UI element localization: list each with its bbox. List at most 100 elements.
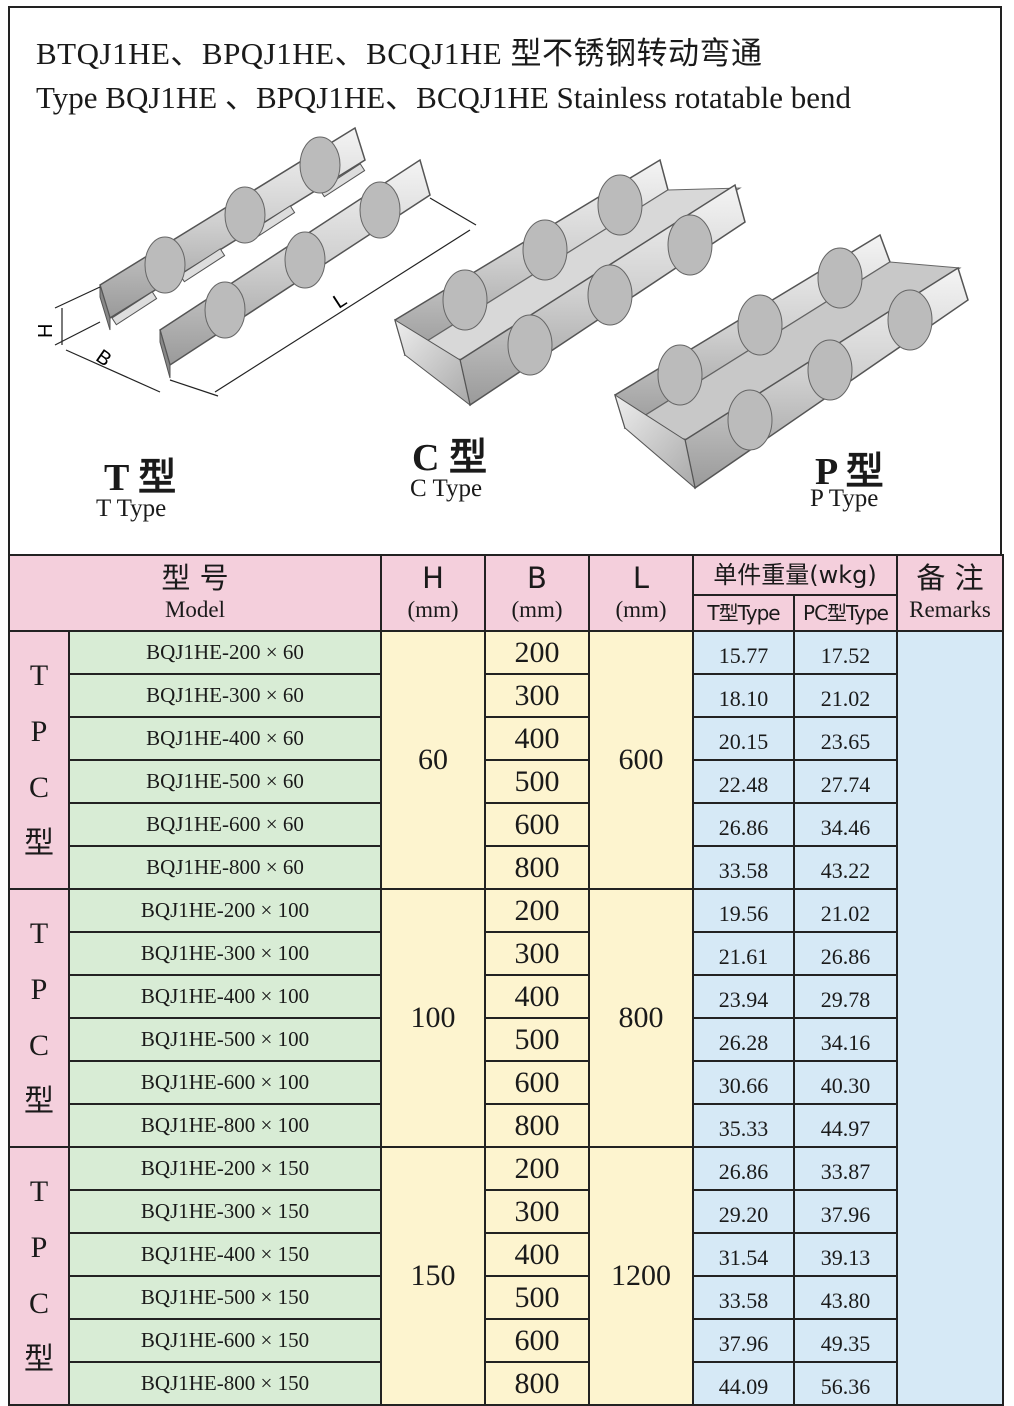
t-type-weight-cell: 20.15 xyxy=(692,716,795,761)
header-t-type-label: T型Type xyxy=(707,601,780,625)
pc-type-weight-cell: 56.36 xyxy=(793,1361,898,1406)
header-h-label: H xyxy=(422,561,444,595)
pc-type-weight-cell: 33.87 xyxy=(793,1146,898,1191)
header-b: B (mm) xyxy=(484,554,590,632)
pc-type-weight-cell: 29.78 xyxy=(793,974,898,1019)
header-remarks: 备 注 Remarks xyxy=(896,554,1004,632)
group-type-char: 型 xyxy=(24,1343,54,1376)
model-cell: BQJ1HE-200 × 60 xyxy=(68,630,382,675)
b-value-cell: 400 xyxy=(484,716,590,761)
pc-type-weight-cell: 49.35 xyxy=(793,1318,898,1363)
b-value-cell: 600 xyxy=(484,1318,590,1363)
pc-type-weight-cell: 44.97 xyxy=(793,1103,898,1148)
t-type-label-en: T Type xyxy=(96,495,167,522)
model-cell: BQJ1HE-500 × 100 xyxy=(68,1017,382,1062)
product-illustration: H B L xyxy=(35,126,969,490)
c-type-label-en: C Type xyxy=(410,475,483,502)
model-cell: BQJ1HE-400 × 60 xyxy=(68,716,382,761)
t-type-weight-cell: 22.48 xyxy=(692,759,795,804)
l-value-cell: 800 xyxy=(588,888,694,1148)
t-type-weight-cell: 19.56 xyxy=(692,888,795,933)
header-remarks-en: Remarks xyxy=(909,597,991,622)
title-english: Type BQJ1HE 、BPQJ1HE、BCQJ1HE Stainless r… xyxy=(36,80,851,115)
t-type-label-cn: T 型 xyxy=(104,457,177,499)
header-remarks-cn: 备 注 xyxy=(916,561,984,595)
model-cell: BQJ1HE-800 × 60 xyxy=(68,845,382,890)
model-cell: BQJ1HE-300 × 150 xyxy=(68,1189,382,1234)
t-type-weight-cell: 18.10 xyxy=(692,673,795,718)
b-value-cell: 800 xyxy=(484,845,590,890)
b-value-cell: 500 xyxy=(484,1017,590,1062)
header-model-en: Model xyxy=(164,597,226,622)
t-type-weight-cell: 37.96 xyxy=(692,1318,795,1363)
l-value-cell: 600 xyxy=(588,630,694,890)
group-type-char: C xyxy=(28,1287,49,1320)
b-value-cell: 300 xyxy=(484,673,590,718)
model-cell: BQJ1HE-500 × 60 xyxy=(68,759,382,804)
spec-table: 型 号 Model H (mm) B (mm) L (mm) 单件重量(wkg)… xyxy=(8,554,1004,1406)
header-pc-type: PC型Type xyxy=(793,594,898,632)
group-type-char: P xyxy=(30,973,48,1006)
pc-type-weight-cell: 37.96 xyxy=(793,1189,898,1234)
t-type-weight-cell: 21.61 xyxy=(692,931,795,976)
header-l-label: L xyxy=(632,561,650,595)
group-type-char: T xyxy=(29,659,49,692)
l-value-cell: 1200 xyxy=(588,1146,694,1406)
pc-type-weight-cell: 17.52 xyxy=(793,630,898,675)
pc-type-weight-cell: 26.86 xyxy=(793,931,898,976)
b-value-cell: 400 xyxy=(484,1232,590,1277)
pc-type-weight-cell: 40.30 xyxy=(793,1060,898,1105)
b-value-cell: 200 xyxy=(484,630,590,675)
b-value-cell: 300 xyxy=(484,1189,590,1234)
header-b-label: B xyxy=(527,561,547,595)
group-type-char: C xyxy=(28,1029,49,1062)
group-type-char: C xyxy=(28,771,49,804)
model-cell: BQJ1HE-600 × 100 xyxy=(68,1060,382,1105)
b-value-cell: 800 xyxy=(484,1103,590,1148)
model-cell: BQJ1HE-300 × 100 xyxy=(68,931,382,976)
group-type-char: T xyxy=(29,1175,49,1208)
group-type-char: 型 xyxy=(24,1085,54,1118)
header-pc-type-label: PC型Type xyxy=(803,601,889,625)
header-h-unit: (mm) xyxy=(407,597,459,622)
t-type-weight-cell: 26.28 xyxy=(692,1017,795,1062)
b-value-cell: 500 xyxy=(484,759,590,804)
pc-type-weight-cell: 21.02 xyxy=(793,673,898,718)
t-type-weight-cell: 30.66 xyxy=(692,1060,795,1105)
header-t-type: T型Type xyxy=(692,594,795,632)
header-model: 型 号 Model xyxy=(8,554,382,632)
model-cell: BQJ1HE-600 × 60 xyxy=(68,802,382,847)
pc-type-weight-cell: 23.65 xyxy=(793,716,898,761)
b-value-cell: 800 xyxy=(484,1361,590,1406)
group-type-char: P xyxy=(30,1231,48,1264)
title-chinese: BTQJ1HE、BPQJ1HE、BCQJ1HE 型不锈钢转动弯通 xyxy=(36,36,763,71)
b-value-cell: 400 xyxy=(484,974,590,1019)
group-type-char: 型 xyxy=(24,827,54,860)
pc-type-weight-cell: 43.80 xyxy=(793,1275,898,1320)
model-cell: BQJ1HE-800 × 150 xyxy=(68,1361,382,1406)
header-l: L (mm) xyxy=(588,554,694,632)
header-b-unit: (mm) xyxy=(511,597,563,622)
t-type-weight-cell: 35.33 xyxy=(692,1103,795,1148)
header-weight-label: 单件重量(wkg) xyxy=(713,561,877,589)
p-type-label-en: P Type xyxy=(810,485,879,512)
pc-type-weight-cell: 43.22 xyxy=(793,845,898,890)
header-weight: 单件重量(wkg) xyxy=(692,554,898,596)
t-type-weight-cell: 44.09 xyxy=(692,1361,795,1406)
header-h: H (mm) xyxy=(380,554,486,632)
h-value-cell: 150 xyxy=(380,1146,486,1406)
